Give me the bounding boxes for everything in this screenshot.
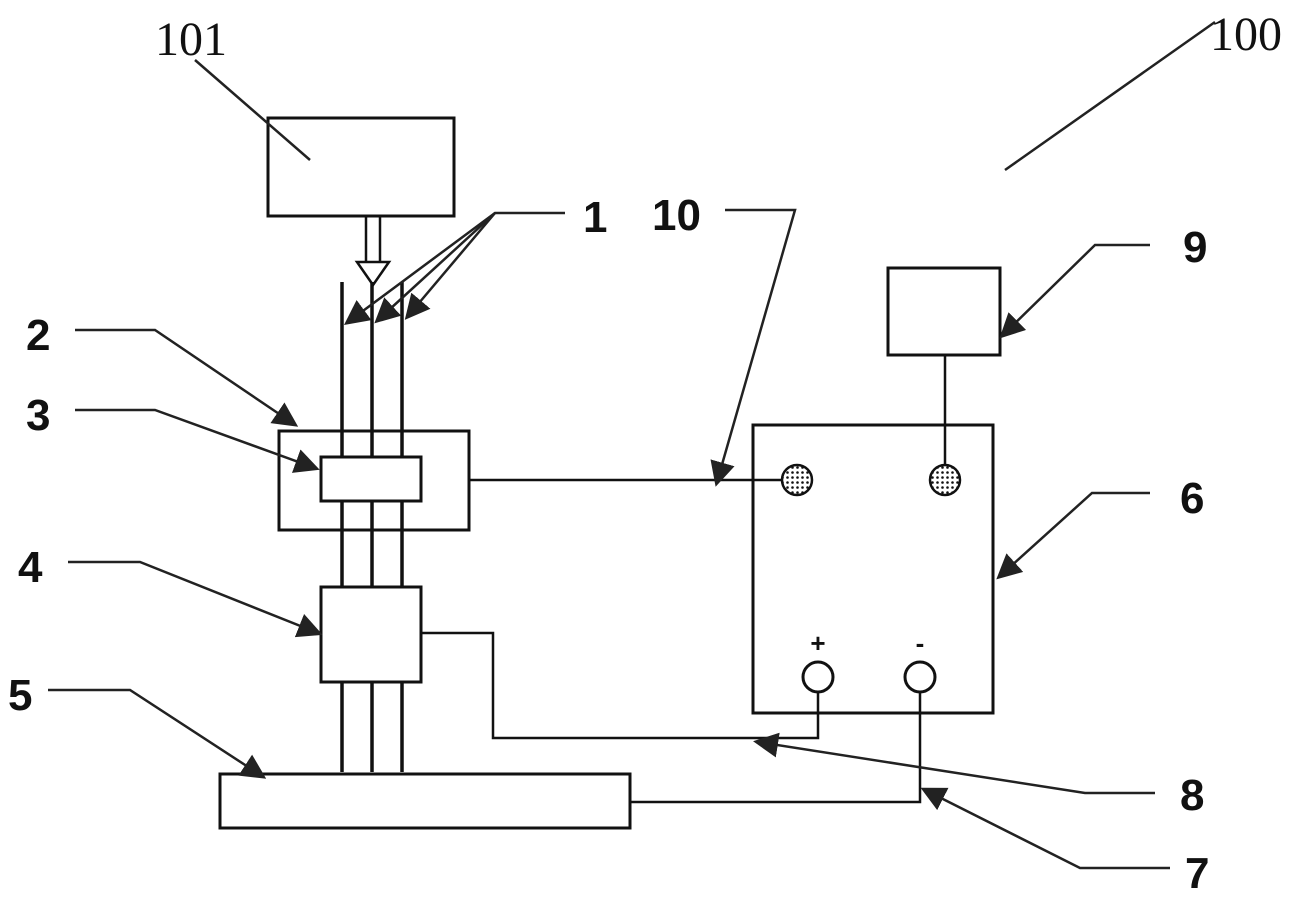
component-4-box xyxy=(319,585,423,684)
leader-9 xyxy=(999,243,1150,339)
leader-4 xyxy=(68,560,323,638)
label-9: 9 xyxy=(1183,223,1207,272)
label-4: 4 xyxy=(18,543,43,592)
component-9-box xyxy=(886,266,1002,357)
label-3: 3 xyxy=(26,391,50,440)
label-5: 5 xyxy=(8,671,32,720)
wire-box4-to-positive xyxy=(421,631,820,740)
terminal-negative-icon xyxy=(903,660,937,694)
leader-100 xyxy=(1004,20,1216,172)
connector-right-icon xyxy=(928,463,962,497)
component-3-box xyxy=(319,455,423,503)
label-10: 10 xyxy=(652,191,701,240)
label-2: 2 xyxy=(26,311,50,360)
leader-2 xyxy=(75,328,299,427)
connector-left-icon xyxy=(780,463,814,497)
label-1: 1 xyxy=(583,193,607,242)
leader-6 xyxy=(996,491,1150,580)
label-101: 101 xyxy=(155,13,227,66)
leader-101 xyxy=(194,59,311,161)
leader-8 xyxy=(753,732,1155,795)
leader-3 xyxy=(75,408,320,473)
label-6: 6 xyxy=(1180,474,1204,523)
leader-5 xyxy=(48,688,267,779)
leader-1-b xyxy=(374,212,496,324)
feed-arrow-icon xyxy=(354,216,392,288)
leader-7 xyxy=(920,787,1170,870)
component-101-box xyxy=(266,116,456,218)
label-100: 100 xyxy=(1210,8,1282,61)
terminal-plus-sign: + xyxy=(810,628,825,658)
leader-1-c xyxy=(404,212,496,320)
wire-box5-to-negative xyxy=(630,692,922,804)
label-8: 8 xyxy=(1180,771,1204,820)
terminal-positive-icon xyxy=(801,660,835,694)
component-5-box xyxy=(218,772,632,830)
leader-10 xyxy=(710,208,797,487)
terminal-minus-sign: - xyxy=(916,628,925,658)
label-7: 7 xyxy=(1185,849,1209,897)
